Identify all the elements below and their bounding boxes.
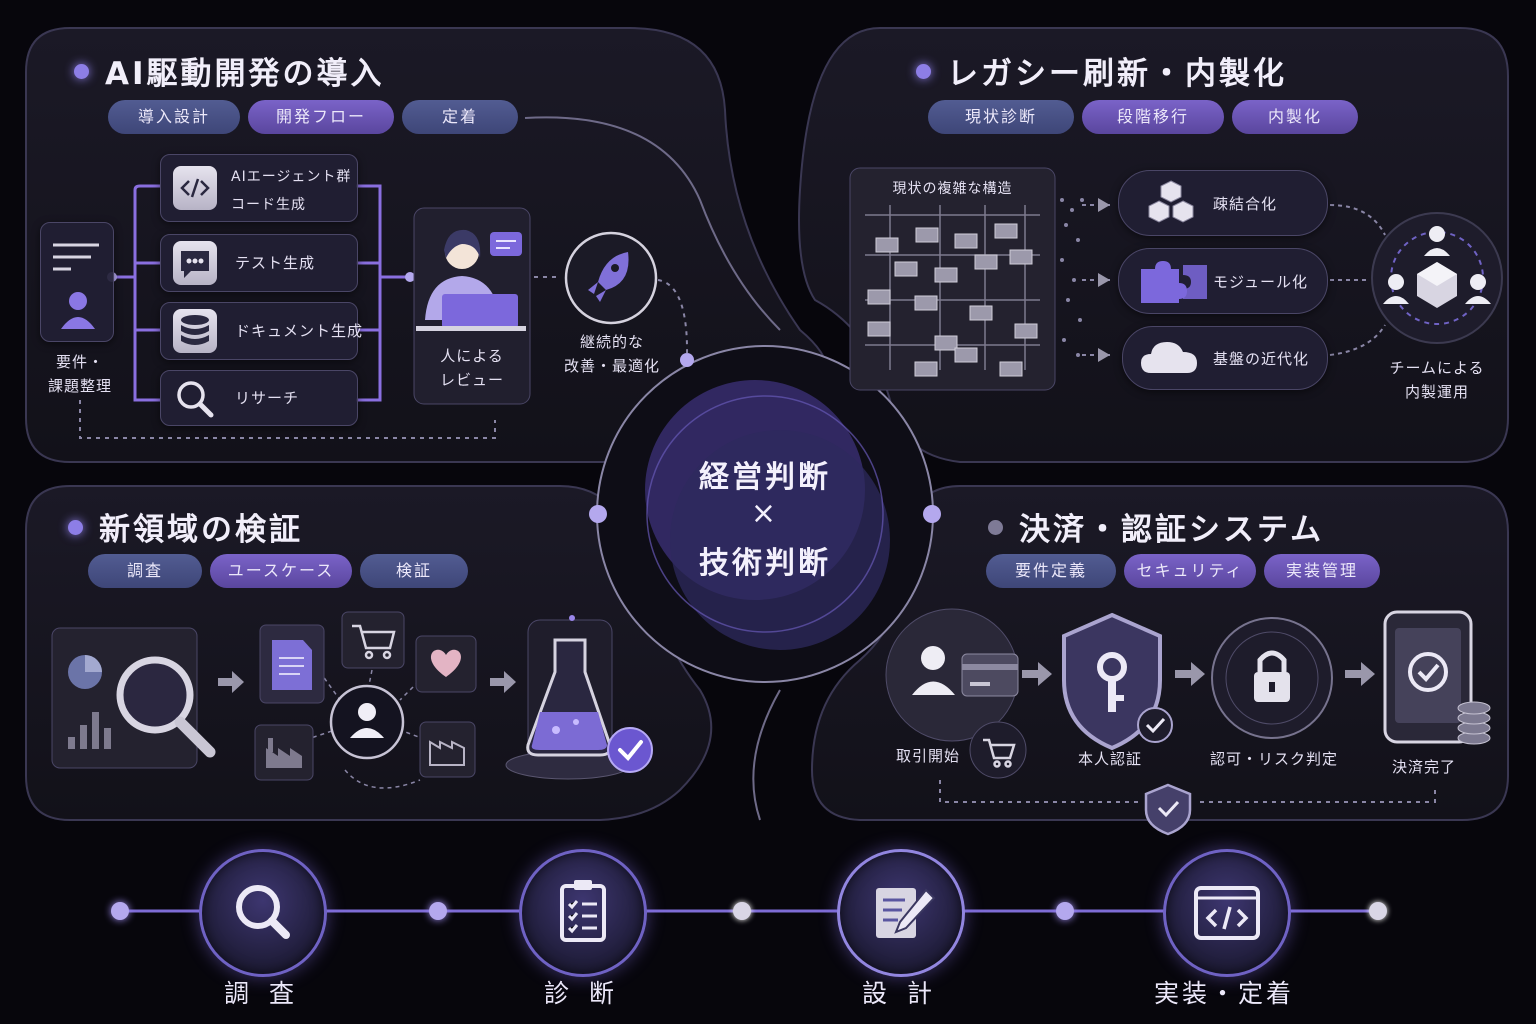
tag-new-domain-0[interactable]: 調査 — [88, 554, 202, 588]
document-icon — [53, 243, 99, 329]
tag-new-domain-1[interactable]: ユースケース — [210, 554, 352, 588]
timeline-label-3: 実装・定着 — [1153, 979, 1294, 1008]
requirements-card — [40, 222, 114, 342]
payment-flow-label-2: 認可・リスク判定 — [1210, 750, 1339, 768]
tag-payment-2[interactable]: 実装管理 — [1264, 554, 1380, 588]
payment-flow-label-1: 本人認証 — [1078, 750, 1143, 768]
legacy-step-modernize[interactable]: 基盤の近代化 — [1122, 326, 1328, 390]
chat-icon — [173, 241, 217, 285]
task-label-code: AIエージェント群 コード生成 — [231, 169, 352, 213]
tag-ai-dev-2[interactable]: 定着 — [402, 100, 518, 134]
center-label-tech: 技術判断 — [699, 546, 831, 581]
task-label-docs: ドキュメント生成 — [235, 322, 364, 340]
legacy-step-label-0: 疎結合化 — [1213, 195, 1278, 213]
timeline-step-design[interactable] — [837, 849, 965, 977]
tag-new-domain-2[interactable]: 検証 — [360, 554, 468, 588]
tag-payment-0[interactable]: 要件定義 — [986, 554, 1116, 588]
timeline-dot — [733, 902, 751, 920]
timeline-step-diagnose[interactable] — [519, 849, 647, 977]
legacy-step-modular[interactable]: モジュール化 — [1118, 248, 1328, 314]
timeline-dot — [429, 902, 447, 920]
task-card-research[interactable]: リサーチ — [160, 370, 358, 426]
timeline-step-implement[interactable] — [1163, 849, 1291, 977]
timeline-label-1: 診 断 — [544, 979, 620, 1008]
new-domain-title: 新領域の検証 — [68, 504, 303, 549]
title-dot-icon — [68, 520, 83, 535]
database-icon — [173, 309, 217, 353]
requirements-label: 要件・ 課題整理 — [47, 353, 112, 395]
center-label-times: × — [750, 496, 780, 531]
timeline-label-2: 設 計 — [862, 979, 938, 1008]
timeline-dot — [1369, 902, 1387, 920]
center-left-node — [589, 505, 607, 523]
cloud-icon — [1141, 342, 1197, 373]
clipboard-icon — [560, 880, 606, 942]
review-label: 人による レビュー — [439, 347, 504, 389]
code-icon — [173, 166, 217, 210]
edit-icon — [876, 888, 936, 938]
legacy-step-decouple[interactable]: 疎結合化 — [1118, 170, 1328, 236]
center-label-business: 経営判断 — [699, 460, 831, 495]
improve-label: 継続的な 改善・最適化 — [563, 333, 660, 375]
task-label-research: リサーチ — [235, 389, 300, 407]
tag-ai-dev-0[interactable]: 導入設計 — [108, 100, 240, 134]
task-card-test[interactable]: テスト生成 — [160, 234, 358, 292]
center-right-node — [923, 505, 941, 523]
timeline-step-research[interactable] — [199, 849, 327, 977]
search-icon — [177, 381, 214, 418]
legacy-step-label-2: 基盤の近代化 — [1213, 350, 1310, 368]
timeline-dot — [111, 902, 129, 920]
payment-flow-label-0: 取引開始 — [896, 747, 961, 765]
task-label-test: テスト生成 — [235, 254, 316, 272]
search-icon — [236, 885, 290, 939]
payment-flow-label-3: 決済完了 — [1392, 758, 1457, 776]
title-dot-icon — [988, 520, 1003, 535]
puzzle-icon — [1141, 261, 1207, 303]
ai-dev-title: AI駆動開発の導入 — [74, 48, 385, 93]
task-card-code[interactable]: AIエージェント群 コード生成 — [160, 154, 358, 222]
tag-ai-dev-1[interactable]: 開発フロー — [248, 100, 394, 134]
team-label: チームによる 内製運用 — [1389, 359, 1485, 401]
code-window-icon — [1194, 886, 1260, 940]
cubes-icon — [1148, 180, 1194, 223]
tag-legacy-2[interactable]: 内製化 — [1232, 100, 1358, 134]
timeline-label-0: 調 査 — [224, 979, 300, 1008]
complex-structure-label: 現状の複雑な構造 — [892, 181, 1013, 197]
tag-legacy-0[interactable]: 現状診断 — [928, 100, 1074, 134]
title-dot-icon — [916, 64, 931, 79]
legacy-step-label-1: モジュール化 — [1213, 273, 1308, 291]
tag-legacy-1[interactable]: 段階移行 — [1082, 100, 1224, 134]
timeline-dot — [1056, 902, 1074, 920]
payment-title: 決済・認証システム — [988, 504, 1324, 549]
title-dot-icon — [74, 64, 89, 79]
task-card-docs[interactable]: ドキュメント生成 — [160, 302, 362, 360]
legacy-title: レガシー刷新・内製化 — [916, 48, 1287, 93]
tag-payment-1[interactable]: セキュリティ — [1124, 554, 1256, 588]
